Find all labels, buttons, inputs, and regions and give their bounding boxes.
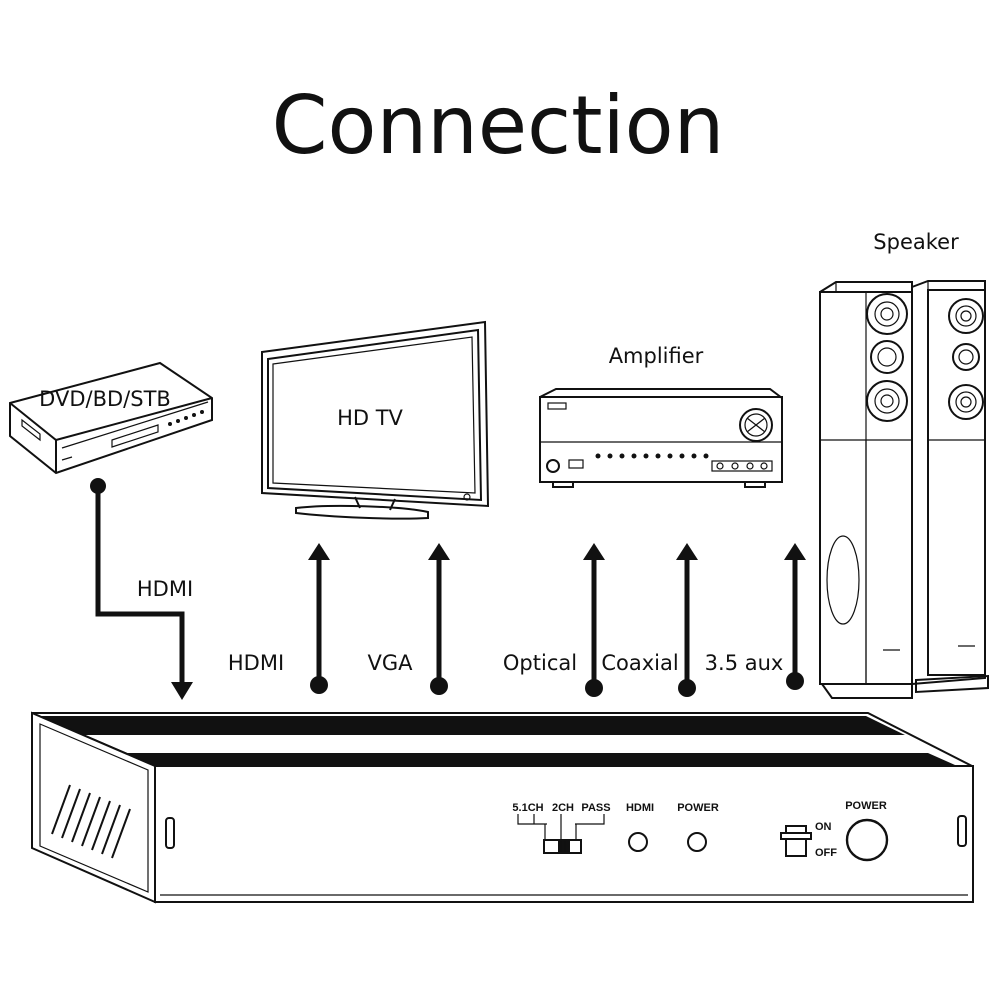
output-aux-label: 3.5 aux xyxy=(705,651,784,675)
output-vga-label: VGA xyxy=(367,651,413,675)
power-button[interactable] xyxy=(845,818,889,862)
power-button-label: POWER xyxy=(845,800,887,812)
switch-on-label: ON xyxy=(815,821,832,833)
mode-51ch-label: 5.1CH xyxy=(512,802,543,814)
aux-output-cable xyxy=(784,543,806,690)
input-hdmi-label: HDMI xyxy=(137,577,193,601)
tv-label: HD TV xyxy=(337,406,403,430)
output-optical-label: Optical xyxy=(503,651,577,675)
dvd-player-icon xyxy=(9,361,213,475)
on-off-switch[interactable] xyxy=(780,825,812,857)
hdmi-output-cable xyxy=(308,543,330,694)
optical-output-cable xyxy=(583,543,605,697)
output-coaxial-label: Coaxial xyxy=(601,651,678,675)
switch-off-label: OFF xyxy=(815,847,837,859)
converter-box xyxy=(31,711,974,904)
mode-pass-label: PASS xyxy=(581,802,610,814)
source-device-label: DVD/BD/STB xyxy=(39,387,171,411)
mode-switch[interactable] xyxy=(517,814,605,854)
output-hdmi-label: HDMI xyxy=(228,651,284,675)
speaker-icon xyxy=(819,280,989,699)
vga-output-cable xyxy=(428,543,450,695)
hdmi-led-indicator xyxy=(628,832,648,852)
mode-2ch-label: 2CH xyxy=(552,802,574,814)
hdmi-input-cable xyxy=(90,478,193,700)
page-title: Connection xyxy=(272,79,725,172)
coaxial-output-cable xyxy=(676,543,698,697)
tv-icon xyxy=(261,320,490,520)
amplifier-icon xyxy=(539,388,783,488)
amplifier-label: Amplifier xyxy=(609,344,704,368)
hdmi-led-label: HDMI xyxy=(626,802,654,814)
power-led-label: POWER xyxy=(677,802,719,814)
speaker-label: Speaker xyxy=(873,230,959,254)
power-led-indicator xyxy=(687,832,707,852)
